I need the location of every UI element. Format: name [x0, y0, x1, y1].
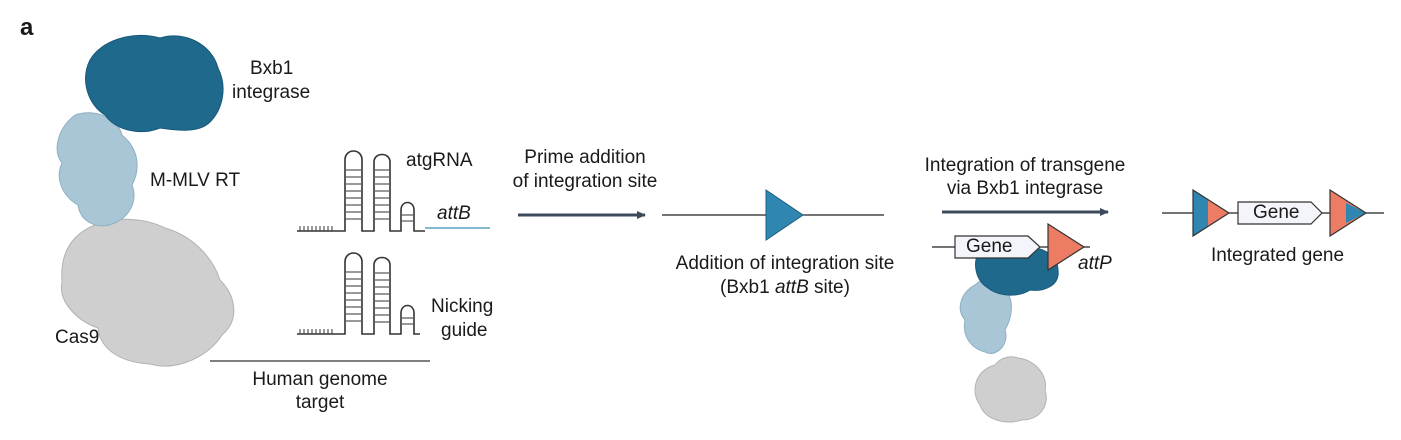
cas9-label: Cas9	[55, 327, 100, 348]
step2-label-line1: Integration of transgene	[924, 155, 1126, 176]
mmlv-rt-domain	[56, 112, 138, 227]
donor-gene-box	[954, 235, 1041, 259]
integrated-gene-label: Integrated gene	[1210, 245, 1345, 266]
step2-label-line2: via Bxb1 integrase	[946, 178, 1104, 199]
prime-editor-protein	[56, 34, 235, 367]
hybrid-site-right	[1329, 188, 1368, 238]
hybrid-site-left	[1192, 188, 1231, 238]
panel-letter: a	[20, 14, 34, 41]
attb-label: attB	[437, 203, 471, 224]
addition-site-label-line1: Addition of integration site	[675, 253, 895, 274]
cas9-domain	[60, 218, 235, 367]
attb-triangle	[765, 189, 804, 241]
atgrna-structure	[297, 150, 425, 232]
genome-target-label-line1: Human genome	[252, 369, 388, 390]
integrated-gene-box	[1237, 201, 1323, 225]
integrated-gene-box-label: Gene	[1253, 202, 1300, 223]
addition-site-label-line2: (Bxb1 attB site)	[720, 277, 850, 298]
step1-label-line1: Prime addition	[524, 147, 646, 168]
donor-gene-label: Gene	[966, 236, 1013, 257]
genome-target-label-line2: target	[295, 392, 345, 413]
bxb1-integrase-domain	[85, 34, 224, 133]
bxb1-label-line1: Bxb1	[250, 58, 294, 79]
attp-triangle	[1047, 222, 1086, 272]
atgrna-label: atgRNA	[406, 150, 473, 171]
nicking-guide-structure	[297, 252, 420, 335]
nicking-guide-label-line2: guide	[441, 320, 488, 341]
step1-label-line2: of integration site	[512, 171, 658, 192]
attp-label: attP	[1078, 253, 1112, 274]
nicking-guide-label-line1: Nicking	[431, 296, 494, 317]
mmlv-rt-label: M-MLV RT	[150, 170, 241, 191]
donor-protein	[959, 241, 1059, 423]
bxb1-label-line2: integrase	[232, 82, 311, 103]
